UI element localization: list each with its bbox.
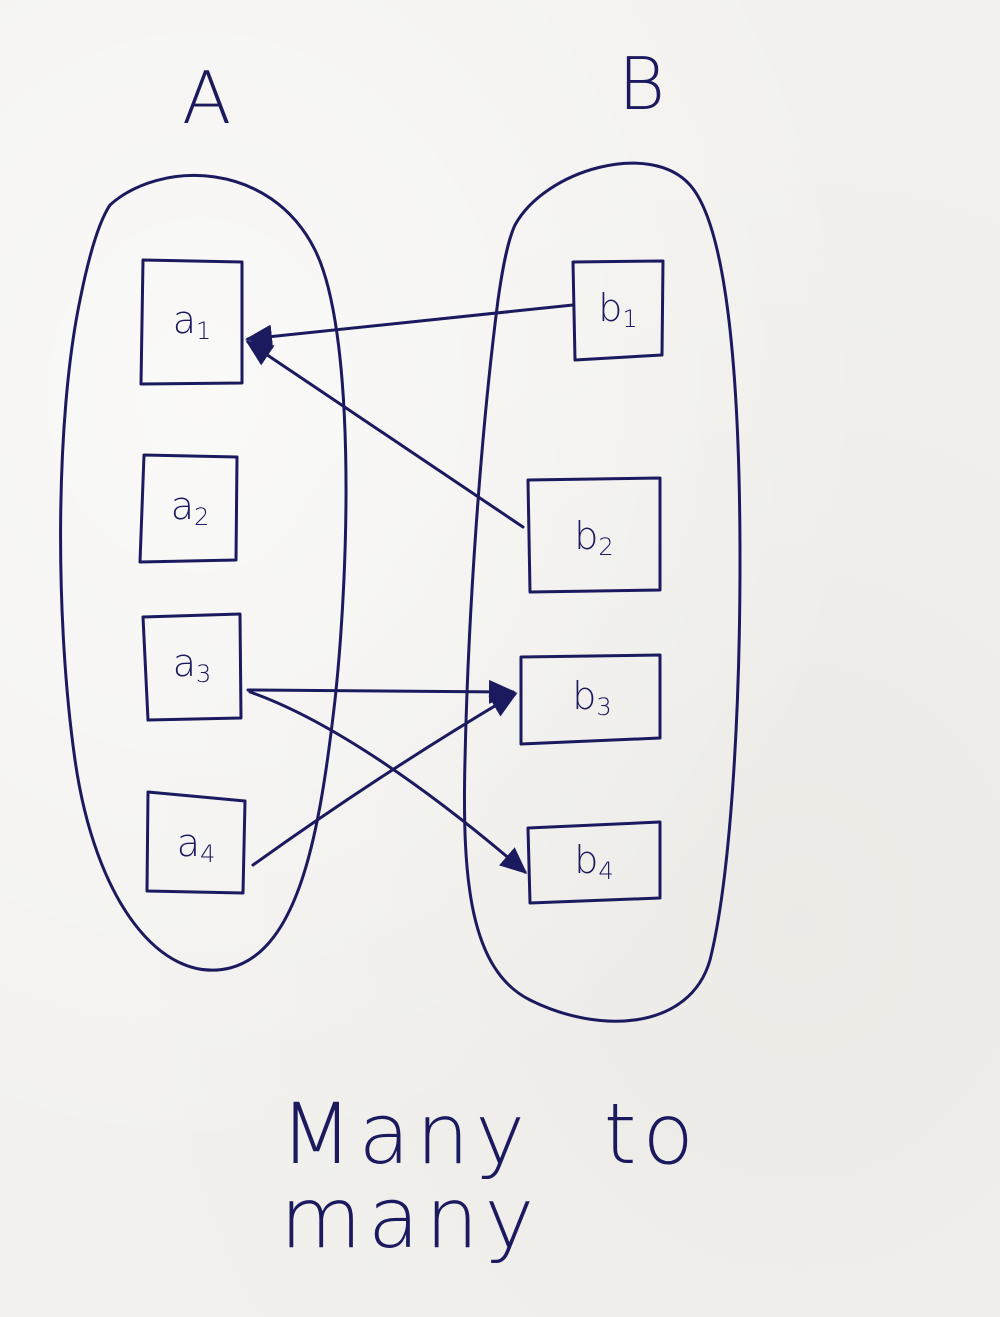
diagram-caption: Many to many [280, 1085, 700, 1267]
node-a4-label: a [176, 821, 201, 865]
node-b1-label: b [598, 286, 623, 330]
node-box-a1 [139, 258, 244, 386]
edge-a3-b3 [246, 679, 516, 704]
node-a3-label: a [172, 641, 197, 685]
node-b2-label: b [574, 514, 599, 558]
edge-b1-a1 [245, 303, 575, 349]
edge-a3-b4 [248, 690, 528, 874]
node-a1-subscript: 1 [196, 317, 212, 345]
node-a4-subscript: 4 [200, 840, 216, 868]
node-box-a4 [145, 790, 247, 895]
node-box-b3 [519, 653, 662, 746]
edge-a4-b3 [251, 692, 518, 867]
node-b4: b4 [574, 841, 613, 883]
set-a-ellipse [59, 173, 348, 972]
node-box-b1 [571, 259, 665, 362]
node-a1: a1 [173, 301, 212, 343]
set-a-label: A [182, 56, 232, 140]
edge-b2-a1 [245, 340, 525, 529]
node-a3: a3 [173, 644, 212, 686]
node-b1-subscript: 1 [622, 305, 638, 333]
node-a4: a4 [177, 824, 216, 866]
node-a2-label: a [170, 484, 195, 528]
node-b1: b1 [598, 289, 637, 331]
node-b4-subscript: 4 [598, 857, 614, 885]
set-b-label: B [618, 42, 666, 126]
node-a2-subscript: 2 [194, 503, 210, 531]
node-box-a2 [138, 453, 239, 564]
node-b4-label: b [574, 838, 599, 882]
node-b2-subscript: 2 [598, 533, 614, 561]
node-a1-label: a [172, 298, 197, 342]
node-box-b2 [526, 476, 662, 594]
node-box-b4 [526, 820, 662, 905]
node-b3-label: b [572, 674, 597, 718]
node-a2: a2 [171, 487, 210, 529]
node-a3-subscript: 3 [196, 660, 212, 688]
node-b3: b3 [572, 677, 611, 719]
node-box-a3 [141, 612, 243, 722]
node-b3-subscript: 3 [596, 693, 612, 721]
node-b2: b2 [574, 517, 613, 559]
set-b-ellipse [462, 161, 742, 1023]
